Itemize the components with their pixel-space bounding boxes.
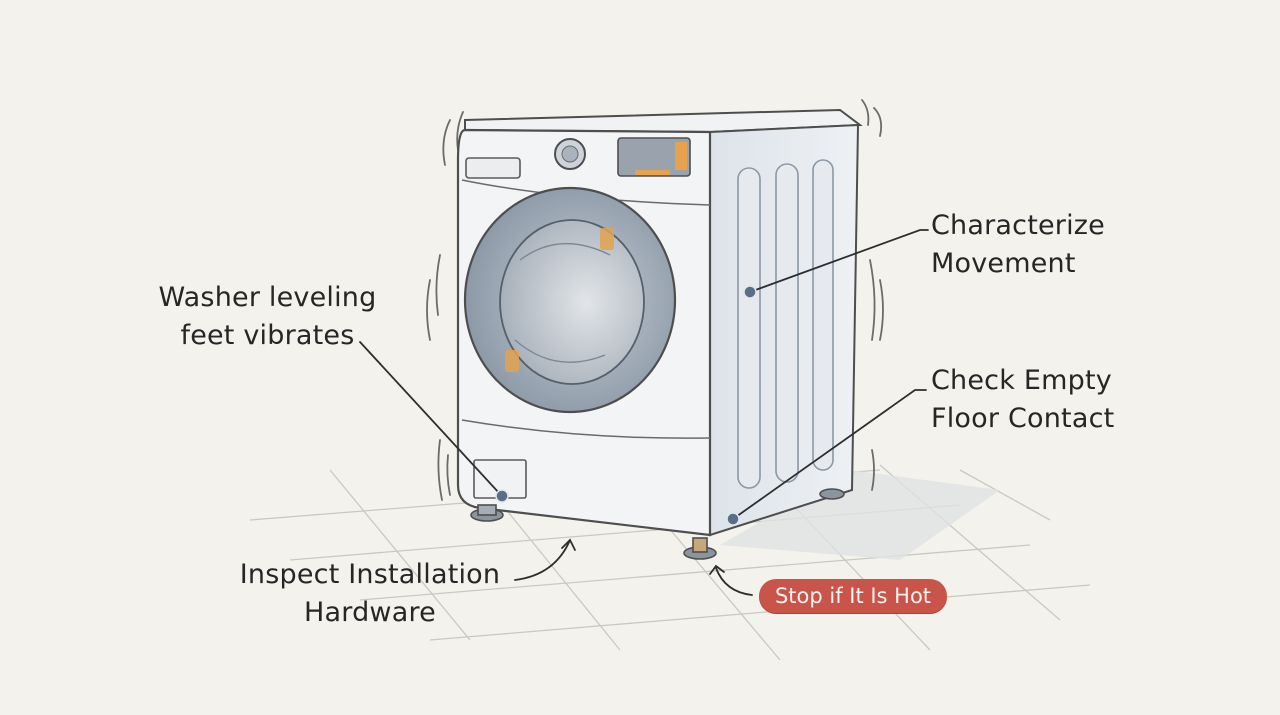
callout-text: Inspect Installation: [239, 559, 501, 590]
callout-text: Characterize: [931, 210, 1105, 241]
callout-dot-floor-contact: [726, 512, 740, 526]
floor-shadow: [720, 470, 1000, 560]
callout-text: Movement: [931, 248, 1076, 279]
vibration-lines: [426, 99, 884, 501]
callout-text: Check Empty: [931, 365, 1112, 396]
callout-text: Washer leveling: [158, 282, 377, 313]
callout-dot-characterize: [743, 285, 757, 299]
warning-badge: Stop if It Is Hot: [759, 579, 947, 613]
callout-check-floor-contact: Check Empty Floor Contact: [931, 362, 1114, 438]
callout-text: Hardware: [304, 597, 436, 628]
callout-washer-leveling-feet: Washer leveling feet vibrates: [155, 279, 380, 355]
callout-inspect-installation-hardware: Inspect Installation Hardware: [235, 556, 505, 632]
side-ribs: [737, 159, 834, 489]
callout-dots: [495, 285, 757, 526]
callout-dot-leveling-feet: [495, 489, 509, 503]
leveling-feet: [470, 488, 845, 560]
callout-lines: [359, 229, 929, 596]
curved-arrow-heads: [561, 538, 725, 575]
door-glass: [499, 219, 645, 385]
detergent-drawer: [465, 157, 521, 179]
callout-characterize-movement: Characterize Movement: [931, 207, 1105, 283]
callout-text: feet vibrates: [180, 320, 355, 351]
callout-text: Floor Contact: [931, 403, 1115, 434]
display-panel: [617, 137, 691, 177]
